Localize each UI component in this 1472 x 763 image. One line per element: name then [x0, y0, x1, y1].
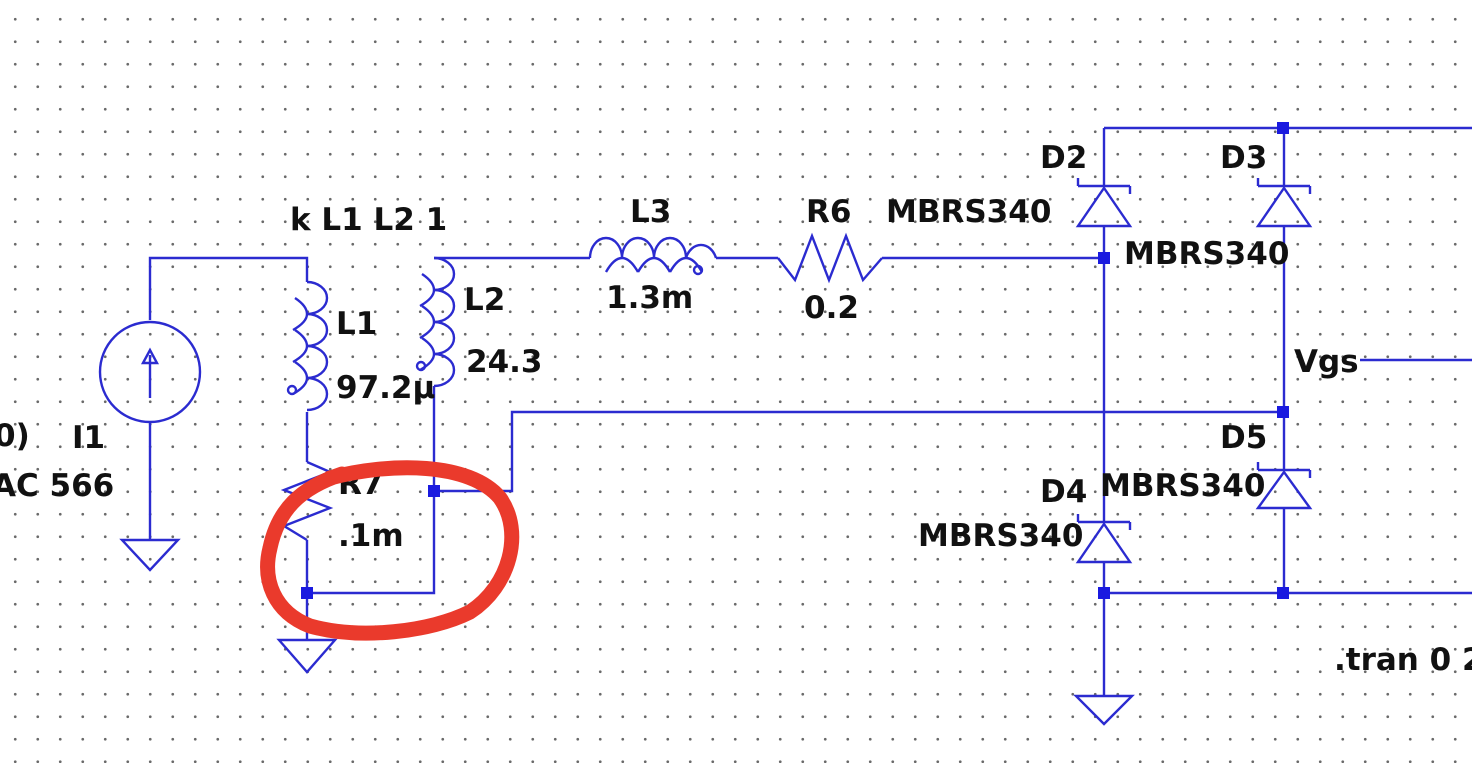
junction-dot: [301, 587, 313, 599]
l3-value: 1.3m: [606, 280, 693, 316]
ground-symbol: [1073, 694, 1135, 726]
d4-name: D4: [1040, 474, 1087, 510]
wire-source-top[interactable]: [148, 256, 309, 320]
diode-d5[interactable]: [1255, 462, 1313, 510]
d2-name: D2: [1040, 140, 1087, 176]
diode-d3[interactable]: [1255, 178, 1313, 228]
coupling-directive[interactable]: k L1 L2 1: [290, 202, 447, 238]
r7-value: .1m: [338, 518, 404, 554]
diode-d4[interactable]: [1075, 514, 1133, 564]
ground-symbol: [276, 638, 338, 674]
inductor-l1[interactable]: [286, 280, 329, 412]
source-value: AC 566: [0, 468, 114, 504]
l2-value: 24.3: [466, 344, 543, 380]
current-source-i1[interactable]: [98, 320, 202, 424]
resistor-r6[interactable]: [777, 232, 883, 284]
inductor-l2[interactable]: [415, 256, 456, 420]
d4-model: MBRS340: [918, 518, 1083, 554]
d2-model: MBRS340: [886, 194, 1051, 230]
junction-dot: [1277, 406, 1289, 418]
annotation-circle: [260, 460, 520, 641]
junction-dot: [1277, 122, 1289, 134]
wire-return-to-bridge[interactable]: [434, 410, 1284, 493]
ground-symbol: [119, 538, 181, 572]
l1-name: L1: [336, 306, 377, 342]
diode-d2[interactable]: [1075, 178, 1133, 228]
inductor-l3[interactable]: [588, 236, 718, 276]
d5-name: D5: [1220, 420, 1267, 456]
l3-name: L3: [630, 194, 671, 230]
r6-value: 0.2: [804, 290, 859, 326]
d3-name: D3: [1220, 140, 1267, 176]
junction-dot: [1098, 252, 1110, 264]
source-name: I1: [72, 420, 105, 456]
labels: k L1 L2 1 0) I1 AC 566 L1 97.2µ L2 24.3 …: [0, 140, 1472, 678]
l2-name: L2: [464, 282, 505, 318]
transient-directive[interactable]: .tran 0 2: [1334, 642, 1472, 678]
r6-name: R6: [806, 194, 851, 230]
junction-dot: [1277, 587, 1289, 599]
source-label-partial: 0): [0, 418, 30, 454]
junction-dot: [428, 485, 440, 497]
junction-dot: [1098, 587, 1110, 599]
net-label-vgs[interactable]: Vgs: [1294, 344, 1359, 380]
d5-model: MBRS340: [1100, 468, 1265, 504]
wire-ground-loop[interactable]: [307, 420, 436, 595]
l1-value: 97.2µ: [336, 370, 435, 406]
d3-model: MBRS340: [1124, 236, 1289, 272]
junctions: [301, 122, 1289, 599]
